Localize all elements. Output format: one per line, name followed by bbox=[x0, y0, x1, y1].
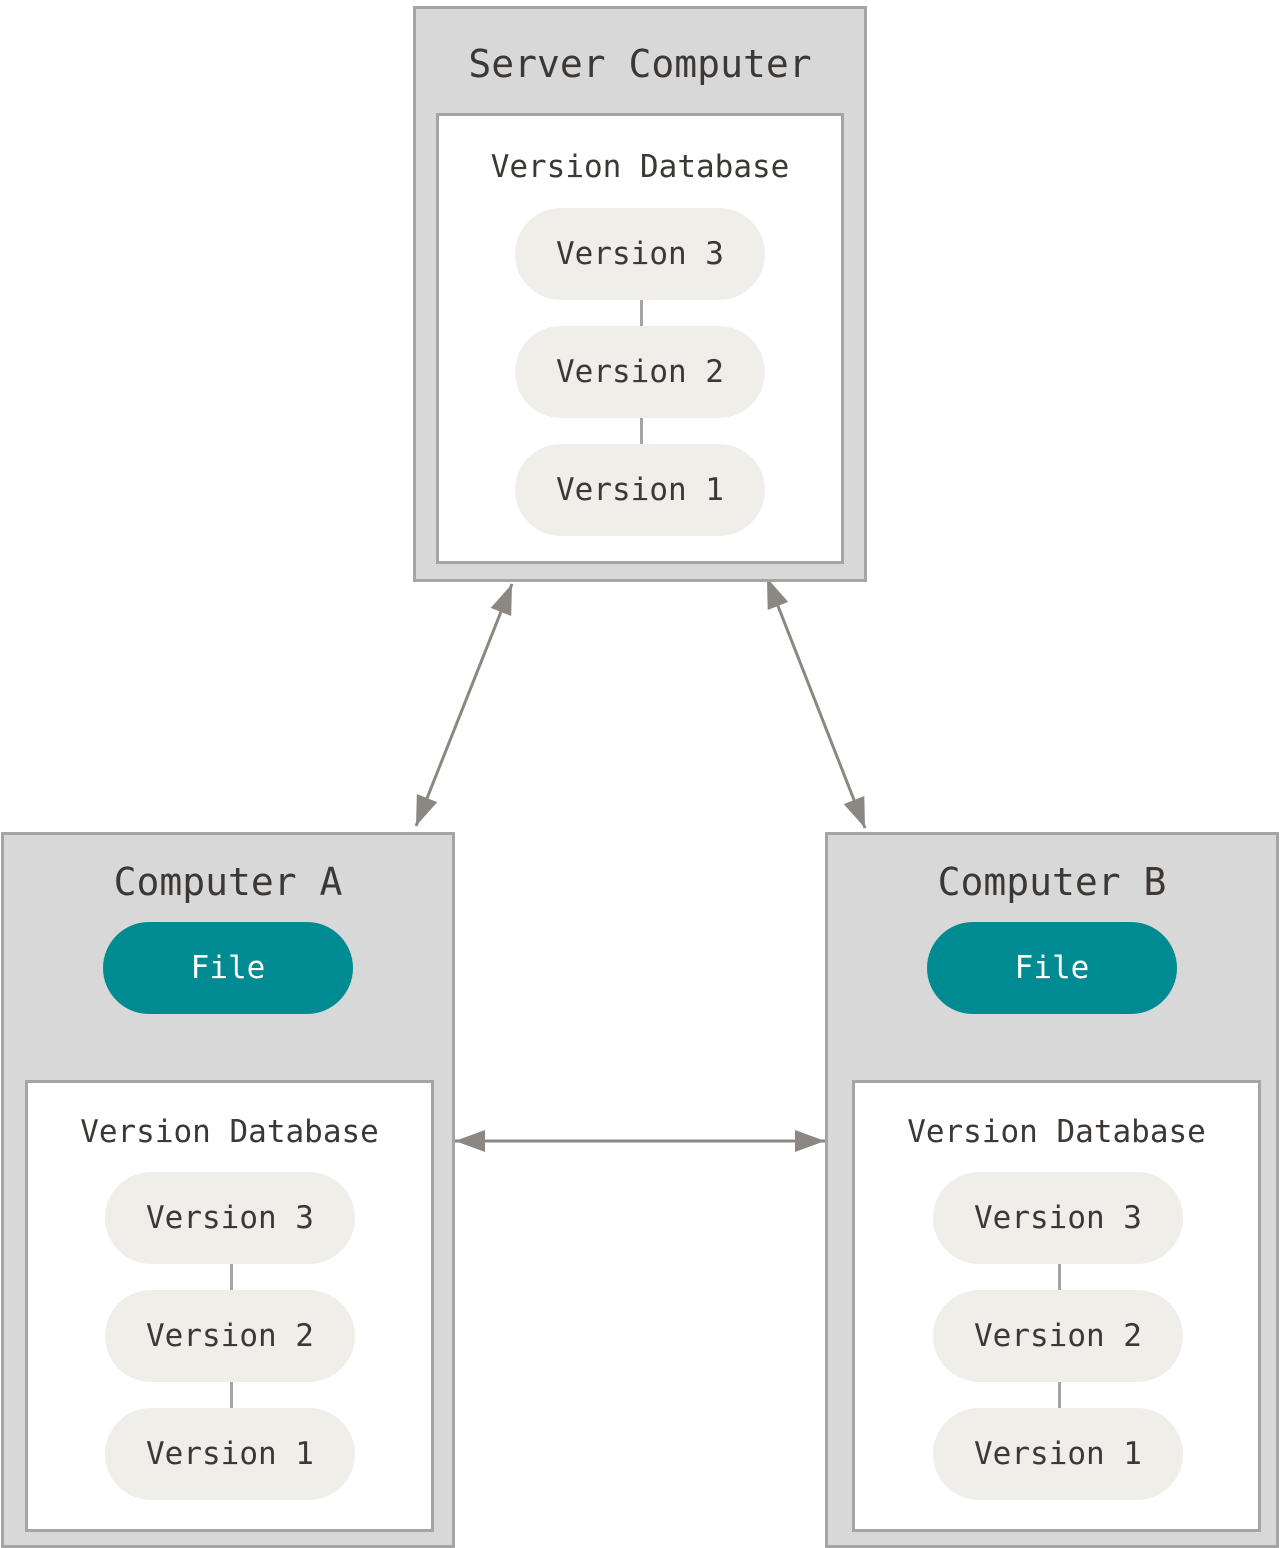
computer-a-version-database: Version Database Version 3 Version 2 Ver… bbox=[25, 1080, 434, 1532]
server-version-2: Version 2 bbox=[515, 326, 765, 418]
arrowhead bbox=[843, 796, 865, 828]
computer-a-version-2: Version 2 bbox=[105, 1290, 355, 1382]
arrowhead bbox=[795, 1130, 825, 1152]
computer-b: Computer B File Version Database Version… bbox=[825, 832, 1279, 1548]
computer-a: Computer A File Version Database Version… bbox=[1, 832, 455, 1548]
arrowhead bbox=[416, 794, 438, 826]
computer-a-version-connector bbox=[230, 1382, 233, 1408]
computer-a-version-1: Version 1 bbox=[105, 1408, 355, 1500]
computer-a-version-connector bbox=[230, 1264, 233, 1290]
computer-a-file: File bbox=[103, 922, 353, 1014]
computer-a-title: Computer A bbox=[113, 860, 343, 904]
server-version-connector bbox=[640, 300, 643, 326]
arrowhead bbox=[767, 578, 789, 610]
computer-b-version-1: Version 1 bbox=[933, 1408, 1183, 1500]
arrowhead bbox=[490, 584, 512, 616]
computer-b-version-2: Version 2 bbox=[933, 1290, 1183, 1382]
computer-b-database-title: Version Database bbox=[907, 1114, 1206, 1150]
server-computer: Server Computer Version Database Version… bbox=[413, 6, 867, 582]
arrowhead bbox=[455, 1130, 485, 1152]
server-computer-title: Server Computer bbox=[468, 42, 812, 86]
computer-a-version-3: Version 3 bbox=[105, 1172, 355, 1264]
computer-b-version-connector bbox=[1058, 1264, 1061, 1290]
server-database-title: Version Database bbox=[490, 149, 790, 185]
server-version-database: Version Database Version 3 Version 2 Ver… bbox=[436, 113, 844, 564]
server-version-3: Version 3 bbox=[515, 208, 765, 300]
server-to-computer-a-arrow bbox=[414, 583, 514, 827]
computer-b-version-3: Version 3 bbox=[933, 1172, 1183, 1264]
server-to-computer-b-arrow bbox=[765, 577, 867, 829]
server-version-connector bbox=[640, 418, 643, 444]
computer-b-file: File bbox=[927, 922, 1177, 1014]
computer-b-version-connector bbox=[1058, 1382, 1061, 1408]
computer-a-database-title: Version Database bbox=[80, 1114, 379, 1150]
computer-b-version-database: Version Database Version 3 Version 2 Ver… bbox=[852, 1080, 1261, 1532]
server-version-1: Version 1 bbox=[515, 444, 765, 536]
computer-b-title: Computer B bbox=[937, 860, 1167, 904]
